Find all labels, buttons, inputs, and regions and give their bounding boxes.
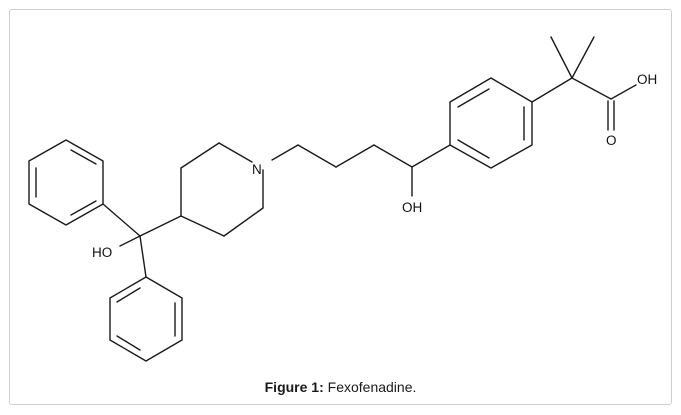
phenyl-ring-bottom [109, 276, 183, 362]
figure-caption-text: Fexofenadine. [323, 379, 417, 395]
carboxylic-acid-group [531, 36, 637, 131]
phenyl-ring-para [449, 77, 533, 169]
piperidine-ring [180, 142, 264, 237]
phenyl-ring-top-left [28, 139, 104, 226]
figure-frame [9, 9, 672, 405]
carbonyl-o-label: O [606, 133, 617, 148]
carboxyl-oh-label: OH [637, 72, 657, 87]
figure-caption: Figure 1: Fexofenadine. [0, 379, 681, 395]
figure-caption-label: Figure 1: [264, 379, 324, 395]
nitrogen-atom-label: N [252, 162, 262, 177]
carbinol-bonds [102, 203, 182, 278]
chain-hydroxyl-label: OH [402, 200, 422, 215]
butyl-chain [271, 144, 451, 197]
diphenyl-hydroxyl-label: HO [92, 245, 112, 260]
